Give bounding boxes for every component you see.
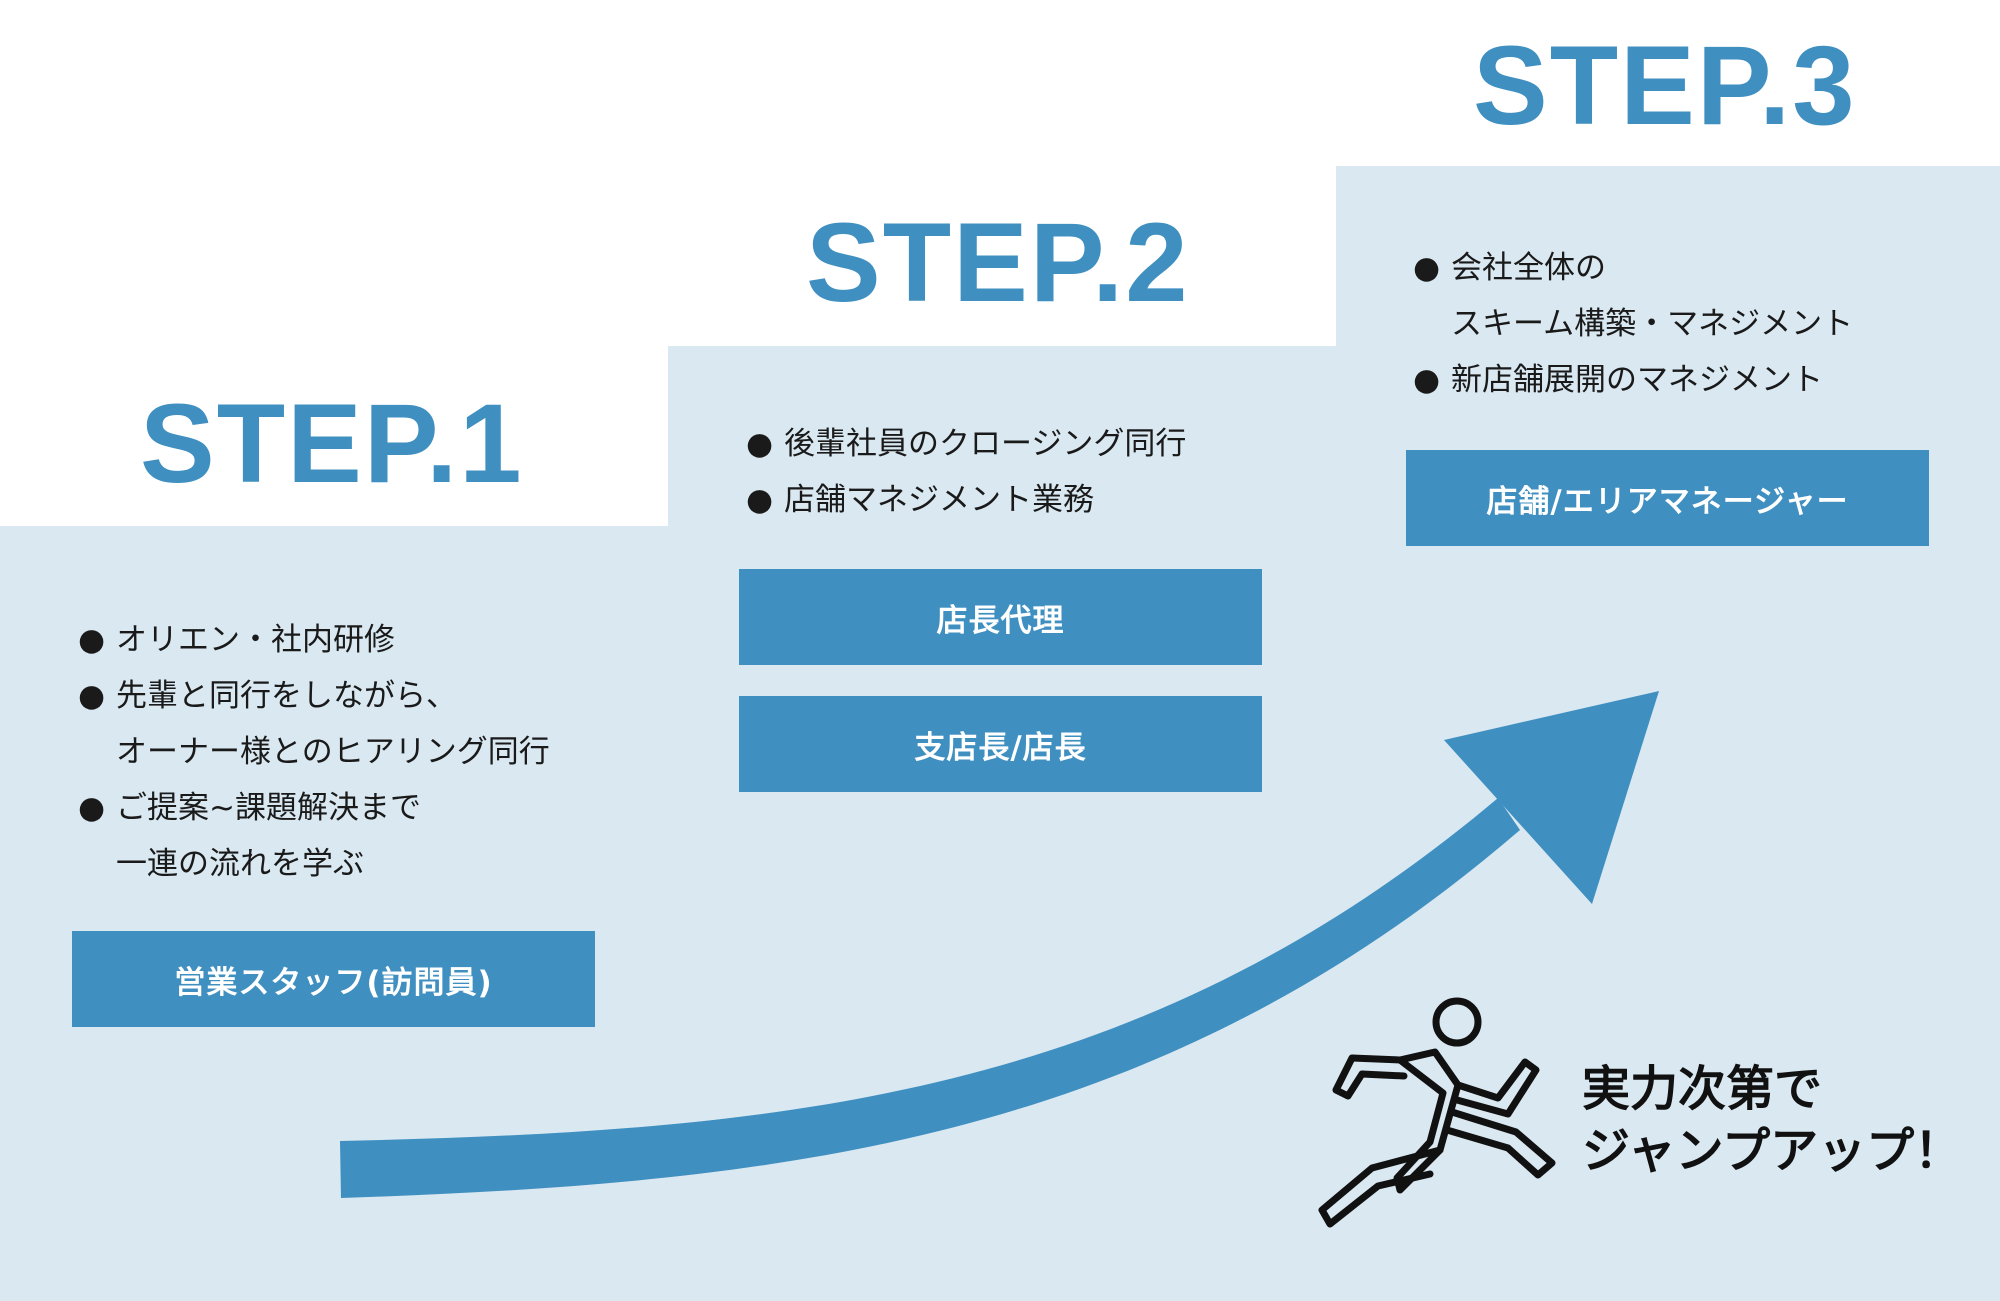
step-3-title: STEP.3 <box>1473 23 1857 148</box>
step-1-title: STEP.1 <box>140 381 524 506</box>
list-item: ● 先輩と同行をしながら、 オーナー様とのヒアリング同行 <box>78 668 550 780</box>
running-person-icon <box>1318 997 1556 1228</box>
role-box-branch-manager: 支店長/店長 <box>739 696 1262 792</box>
item-text: 先輩と同行をしながら、 <box>116 678 457 714</box>
item-text: 店舗マネジメント業務 <box>784 482 1094 518</box>
role-box-sales-staff: 営業スタッフ(訪問員) <box>72 931 595 1027</box>
item-text: ご提案~課題解決まで <box>116 790 421 826</box>
bullet-icon: ● <box>78 622 106 658</box>
role-box-area-manager: 店舗/エリアマネージャー <box>1406 450 1929 546</box>
bullet-icon: ● <box>1413 362 1441 398</box>
item-text: オリエン・社内研修 <box>116 622 395 658</box>
item-text: 新店舗展開のマネジメント <box>1451 362 1823 398</box>
list-item: ● 会社全体の スキーム構築・マネジメント <box>1413 240 1853 352</box>
item-text-continued: 一連の流れを学ぶ <box>116 846 364 882</box>
list-item: ● 新店舗展開のマネジメント <box>1413 352 1853 408</box>
step-1-items: ● オリエン・社内研修 ● 先輩と同行をしながら、 オーナー様とのヒアリング同行… <box>78 612 550 892</box>
step-3-stage <box>1336 166 2000 1301</box>
step-2-title: STEP.2 <box>806 200 1190 325</box>
tagline: 実力次第で ジャンプアップ！ <box>1582 1058 1962 1182</box>
item-text-continued: スキーム構築・マネジメント <box>1451 306 1854 342</box>
bullet-icon: ● <box>746 482 774 518</box>
list-item: ● ご提案~課題解決まで 一連の流れを学ぶ <box>78 780 550 892</box>
role-box-deputy-manager: 店長代理 <box>739 569 1262 665</box>
list-item: ● 後輩社員のクロージング同行 <box>746 416 1186 472</box>
list-item: ● 店舗マネジメント業務 <box>746 472 1186 528</box>
list-item: ● オリエン・社内研修 <box>78 612 550 668</box>
tagline-line-2: ジャンプアップ！ <box>1582 1123 1963 1179</box>
rising-arrow-icon <box>340 691 1659 1198</box>
bullet-icon: ● <box>746 426 774 462</box>
bullet-icon: ● <box>78 678 106 714</box>
step-2-items: ● 後輩社員のクロージング同行 ● 店舗マネジメント業務 <box>746 416 1186 528</box>
item-text: 会社全体の <box>1451 250 1606 286</box>
bullet-icon: ● <box>1413 250 1441 286</box>
item-text-continued: オーナー様とのヒアリング同行 <box>116 734 550 770</box>
bullet-icon: ● <box>78 790 106 826</box>
tagline-line-1: 実力次第で <box>1582 1061 1823 1117</box>
item-text: 後輩社員のクロージング同行 <box>784 426 1187 462</box>
step-3-items: ● 会社全体の スキーム構築・マネジメント ● 新店舗展開のマネジメント <box>1413 240 1853 408</box>
